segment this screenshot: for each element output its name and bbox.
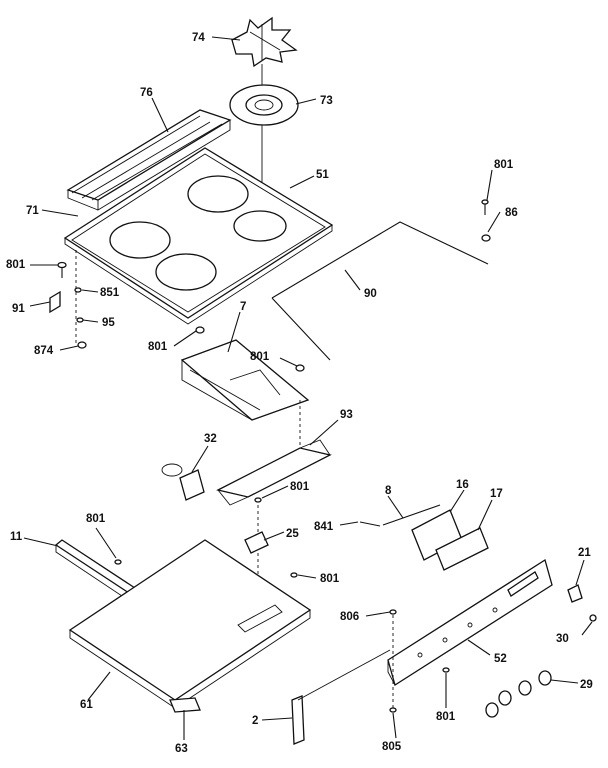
part-29-knobs: [485, 670, 552, 718]
label-16: 16: [456, 479, 469, 491]
label-86: 86: [505, 207, 518, 219]
label-841: 841: [314, 521, 334, 533]
part-90-wire-rod: [271, 221, 489, 361]
label-851: 851: [100, 287, 120, 299]
label-801-f: 801: [86, 513, 106, 525]
label-91: 91: [12, 303, 25, 315]
part-32-switch: [161, 463, 205, 501]
left-fasteners: [49, 250, 87, 349]
part-2-hinge: [291, 649, 391, 745]
part-74-burner-cap: [231, 16, 298, 68]
label-805: 805: [382, 741, 402, 753]
part-801-screws-mid: [114, 497, 298, 578]
label-25: 25: [286, 528, 299, 540]
label-74: 74: [192, 32, 205, 44]
part-52-control-panel: [387, 558, 553, 687]
label-51: 51: [316, 169, 329, 181]
label-95: 95: [102, 317, 115, 329]
label-63: 63: [175, 743, 188, 755]
label-11: 11: [10, 531, 23, 543]
part-21-knob: [567, 584, 583, 603]
label-32: 32: [204, 433, 217, 445]
label-21: 21: [578, 547, 591, 559]
part-61-drawer-panel: [68, 539, 312, 709]
leader-lines: [23, 36, 593, 740]
label-801-e: 801: [290, 481, 310, 493]
part-16-17-switch-assembly: [359, 504, 489, 571]
label-7: 7: [240, 301, 246, 313]
label-801-h: 801: [436, 711, 456, 723]
part-73-drip-pan: [229, 84, 299, 126]
label-801-g: 801: [320, 573, 340, 585]
label-90: 90: [364, 288, 377, 300]
part-93-bracket: [216, 400, 332, 506]
label-61: 61: [80, 699, 93, 711]
part-30-washer: [589, 614, 597, 622]
label-801-d: 801: [250, 351, 270, 363]
label-52: 52: [494, 653, 507, 665]
part-51-cooktop: [63, 147, 334, 325]
label-17: 17: [490, 488, 503, 500]
label-2: 2: [252, 715, 258, 727]
part-25-clip: [244, 531, 269, 554]
label-801-b: 801: [6, 259, 26, 271]
part-801-screw-top-right: [481, 199, 491, 242]
label-801-c: 801: [148, 341, 168, 353]
label-73: 73: [320, 95, 333, 107]
label-76: 76: [140, 87, 153, 99]
part-7-front-bracket: [180, 326, 310, 421]
label-71: 71: [26, 205, 39, 217]
label-93: 93: [340, 409, 353, 421]
label-801-a: 801: [494, 159, 514, 171]
label-806: 806: [340, 611, 359, 623]
part-63-bracket: [169, 697, 201, 713]
part-76-trim-strip: [66, 109, 232, 211]
label-30: 30: [556, 633, 569, 645]
label-8: 8: [385, 485, 392, 497]
label-29: 29: [580, 679, 593, 691]
part-labels: 74 73 76 51 71 801 86 801 90 851 91 95 8…: [6, 32, 593, 755]
label-874: 874: [34, 345, 54, 357]
